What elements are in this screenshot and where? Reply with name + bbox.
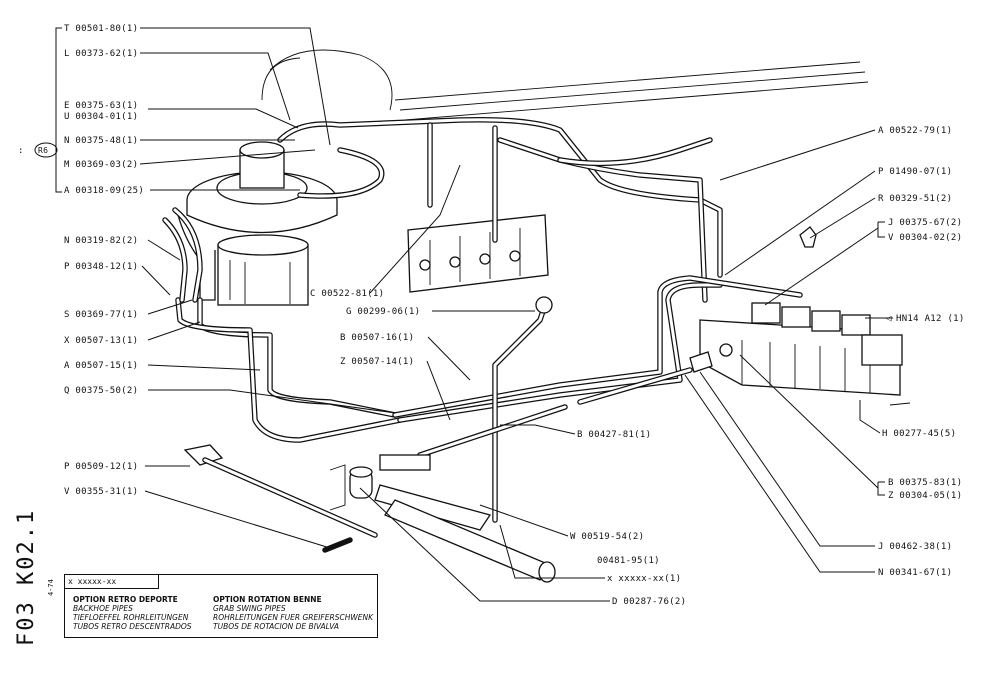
flag-icon: ◁: [886, 314, 892, 324]
leader-lines: [55, 27, 893, 602]
title-block: x xxxxx-xx OPTION RETRO DEPORTE BACKHOE …: [64, 574, 378, 638]
label-x1: X 00507-13(1): [64, 336, 138, 346]
lower-cylinder-assembly: [329, 351, 713, 583]
label-c: C 00522-81(1): [310, 289, 384, 299]
title-code: x xxxxx-xx: [65, 575, 159, 589]
label-p1: P 00348-12(1): [64, 262, 138, 272]
label-a3: A 00522-79(1): [878, 126, 952, 136]
label-v1: V 00355-31(1): [64, 487, 138, 497]
swing-motor-assembly: [177, 141, 338, 306]
title-right-0: OPTION ROTATION BENNE: [213, 595, 322, 604]
sheet-number: F03 K02.1: [10, 509, 46, 648]
label-b2: B 00427-81(1): [577, 430, 651, 440]
label-n1: N 00375-48(1): [64, 136, 138, 146]
title-right-1: GRAB SWING PIPES: [213, 604, 286, 613]
label-k: 00481-95(1): [597, 556, 660, 566]
distributor-block: [699, 226, 911, 406]
title-right-column: OPTION ROTATION BENNE GRAB SWING PIPES R…: [213, 595, 373, 631]
label-u: U 00304-01(1): [64, 112, 138, 122]
label-b1: B 00507-16(1): [340, 333, 414, 343]
label-x2: x xxxxx-xx(1): [607, 574, 681, 584]
title-left-3: TUBOS RETRO DESCENTRADOS: [73, 622, 192, 631]
label-j1: J 00375-67(2): [888, 218, 962, 228]
machine-frame-outline: [261, 49, 869, 121]
label-s: S 00369-77(1): [64, 310, 138, 320]
title-left-1: BACKHOE PIPES: [73, 604, 133, 613]
title-left-column: OPTION RETRO DEPORTE BACKHOE PIPES TIEFL…: [73, 595, 192, 631]
sheet-number-text: F03 K02.1: [14, 508, 39, 646]
label-a2: A 00507-15(1): [64, 361, 138, 371]
label-g: G 00299-06(1): [346, 307, 420, 317]
title-left-2: TIEFLOEFFEL ROHRLEITUNGEN: [73, 613, 189, 622]
label-z2: Z 00304-05(1): [888, 491, 962, 501]
label-r: R 00329-51(2): [878, 194, 952, 204]
pipe-runs: [162, 116, 803, 523]
title-right-2: ROHRLEITUNGEN FUER GREIFERSCHWENK: [213, 613, 374, 622]
title-left-0: OPTION RETRO DEPORTE: [73, 595, 178, 604]
label-b3: B 00375-83(1): [888, 478, 962, 488]
control-valve-bank: [407, 214, 549, 293]
label-p2: P 00509-12(1): [64, 462, 138, 472]
label-hn: HN14 A12 (1): [896, 314, 965, 324]
label-e: E 00375-63(1): [64, 101, 138, 111]
title-right-3: TUBOS DE ROTACION DE BIVALVA: [213, 622, 340, 631]
loose-tube-and-bracket: [183, 444, 378, 553]
label-v2: V 00304-02(2): [888, 233, 962, 243]
label-q: Q 00375-50(2): [64, 386, 138, 396]
label-a1: A 00318-09(25): [64, 186, 144, 196]
svg-text::: :: [18, 146, 24, 156]
marker-label: R6: [38, 146, 48, 155]
part-labels: T 00501-80(1) L 00373-62(1) E 00375-63(1…: [64, 24, 965, 607]
reference-marker: : R6: [18, 142, 58, 158]
label-n2: N 00319-82(2): [64, 236, 138, 246]
label-z1: Z 00507-14(1): [340, 357, 414, 367]
label-p3: P 01490-07(1): [878, 167, 952, 177]
label-t: T 00501-80(1): [64, 24, 138, 34]
sheet-date: 4-74: [47, 579, 55, 596]
label-w: W 00519-54(2): [570, 532, 644, 542]
label-n3: N 00341-67(1): [878, 568, 952, 578]
label-m: M 00369-03(2): [64, 160, 138, 170]
label-j2: J 00462-38(1): [878, 542, 952, 552]
control-lever: [535, 296, 553, 314]
label-d: D 00287-76(2): [612, 597, 686, 607]
label-l: L 00373-62(1): [64, 49, 138, 59]
label-h: H 00277-45(5): [882, 429, 956, 439]
